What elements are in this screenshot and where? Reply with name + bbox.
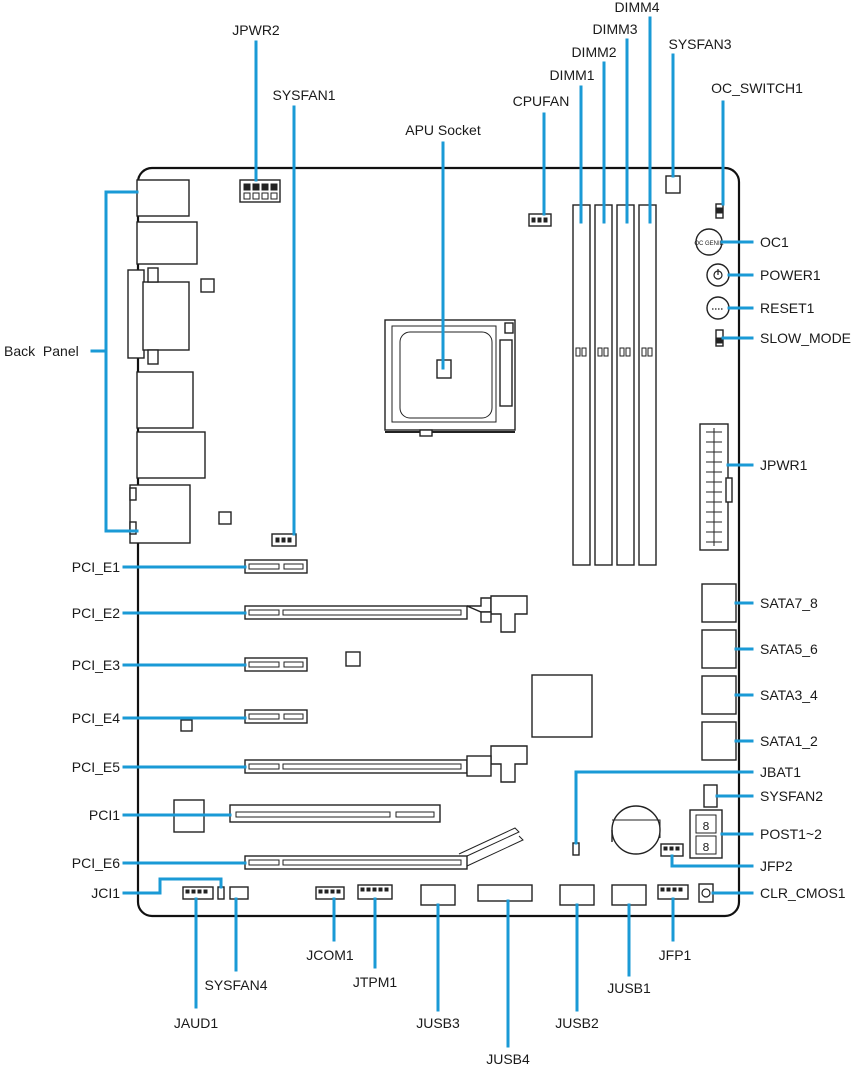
label-jusb2: JUSB2 (555, 1015, 599, 1031)
jbat1-header (572, 842, 580, 856)
label-sysfan2: SYSFAN2 (760, 788, 823, 804)
label-sata7-8: SATA7_8 (760, 595, 818, 611)
label-jpwr2: JPWR2 (232, 22, 280, 38)
label-oc1: OC1 (760, 234, 789, 250)
label-post1-2: POST1~2 (760, 826, 822, 842)
small-chip-a (200, 278, 215, 293)
jpwr2-connector (239, 179, 281, 203)
label-jpwr1: JPWR1 (760, 457, 808, 473)
power1-button (706, 263, 730, 287)
leader-lines (90, 16, 754, 1048)
dimm-slots (572, 204, 657, 566)
label-apu-socket: APU Socket (405, 122, 481, 138)
sysfan4-header (229, 886, 249, 900)
jaud1-header (182, 886, 214, 900)
sysfan1-header (271, 533, 297, 547)
jusb3-header (420, 884, 456, 906)
label-jusb1: JUSB1 (607, 980, 651, 996)
label-pci-e4: PCI_E4 (72, 710, 120, 726)
label-jusb4: JUSB4 (486, 1051, 530, 1067)
sysfan3-header (665, 175, 681, 194)
pci-e5-slot (244, 745, 528, 783)
sata5-6-port (701, 629, 737, 669)
label-jtpm1: JTPM1 (353, 974, 398, 990)
label-pci-e1: PCI_E1 (72, 559, 120, 575)
label-pci1: PCI1 (89, 807, 120, 823)
label-dimm3: DIMM3 (592, 21, 637, 37)
jtpm1-header (357, 884, 393, 900)
label-slow-mode: SLOW_MODE (760, 330, 851, 346)
label-jfp2: JFP2 (760, 858, 793, 874)
pci1-slot (229, 804, 441, 823)
post-digit-bottom: 8 (702, 841, 709, 855)
jcom1-header (315, 886, 345, 900)
label-jaud1: JAUD1 (174, 1015, 219, 1031)
label-jbat1: JBAT1 (760, 764, 801, 780)
label-back-panel: Back Panel (4, 343, 79, 359)
label-jci1: JCI1 (91, 885, 120, 901)
chipset (531, 674, 593, 738)
label-dimm4: DIMM4 (614, 0, 659, 15)
label-cpufan: CPUFAN (513, 93, 570, 109)
label-reset1: RESET1 (760, 300, 815, 316)
small-chip-d (180, 719, 193, 732)
label-sata1-2: SATA1_2 (760, 733, 818, 749)
pci-e2-slot (244, 595, 528, 633)
label-dimm2: DIMM2 (571, 44, 616, 60)
label-sysfan1: SYSFAN1 (272, 87, 335, 103)
label-pci-e5: PCI_E5 (72, 759, 120, 775)
label-clr-cmos1: CLR_CMOS1 (760, 885, 846, 901)
pci-e3-slot (244, 657, 308, 672)
sata7-8-port (701, 583, 737, 623)
jusb4-header (477, 884, 533, 902)
jfp1-header (657, 884, 689, 900)
pci-e4-slot (244, 709, 308, 724)
label-jusb3: JUSB3 (416, 1015, 460, 1031)
jusb2-header (559, 884, 595, 906)
jpwr1-connector (699, 423, 733, 551)
jci1-header (217, 886, 225, 900)
label-jfp1: JFP1 (659, 947, 692, 963)
back-panel-io (127, 179, 206, 544)
label-sysfan4: SYSFAN4 (204, 977, 267, 993)
label-pci-e6: PCI_E6 (72, 855, 120, 871)
pci-e1-slot (244, 559, 308, 574)
label-dimm1: DIMM1 (549, 67, 594, 83)
label-pci-e2: PCI_E2 (72, 605, 120, 621)
jusb1-header (611, 884, 647, 906)
apu-socket (384, 319, 516, 437)
label-sysfan3: SYSFAN3 (668, 36, 731, 52)
sata3-4-port (701, 675, 737, 715)
cmos-battery (611, 805, 661, 855)
label-power1: POWER1 (760, 267, 821, 283)
label-oc-switch1: OC_SWITCH1 (711, 80, 803, 96)
oc-genie-mark: OC GENIE (694, 241, 723, 247)
sysfan2-header (703, 784, 718, 808)
reset1-button (706, 296, 730, 320)
label-pci-e3: PCI_E3 (72, 657, 120, 673)
small-chip-b (218, 511, 232, 525)
sata1-2-port (701, 721, 737, 761)
labels: JPWR2 SYSFAN1 APU Socket CPUFAN DIMM1 DI… (4, 0, 851, 1067)
post-digit-top: 8 (702, 820, 709, 834)
post-display: 8 8 (689, 809, 723, 859)
label-sata5-6: SATA5_6 (760, 641, 818, 657)
label-sata3-4: SATA3_4 (760, 687, 818, 703)
cpufan-header (528, 213, 552, 227)
small-chip-c (345, 651, 361, 667)
label-jcom1: JCOM1 (306, 947, 354, 963)
clr-cmos1-jumper (698, 883, 714, 903)
